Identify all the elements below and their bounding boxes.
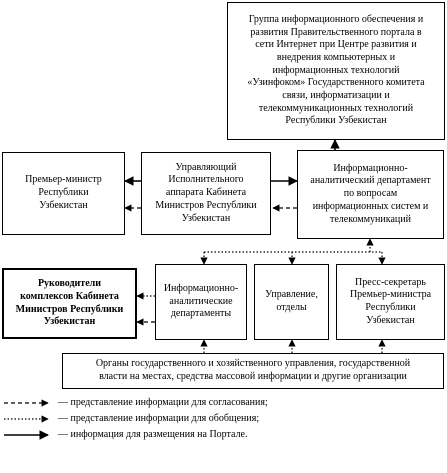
premier-box: Премьер-министр Республики Узбекистан <box>2 152 125 235</box>
leaders-box-text: Руководители комплексов Кабинета Министр… <box>15 278 124 328</box>
legend-solid-label: — информация для размещения на Портале. <box>58 429 248 440</box>
group-box: Группа информационного обеспечения и раз… <box>227 2 445 140</box>
manager-box: Управляющий Исполнительного аппарата Каб… <box>141 152 271 235</box>
administration-box: Управление, отделы <box>254 264 329 340</box>
legend-dashed-label: — представление информации для согласова… <box>58 397 268 408</box>
manager-box-text: Управляющий Исполнительного аппарата Каб… <box>155 161 257 224</box>
group-box-text: Группа информационного обеспечения и раз… <box>247 13 425 127</box>
info-dept-box: Информационно- аналитический департамент… <box>297 150 444 239</box>
organs-box: Органы государственного и хозяйственного… <box>62 353 444 389</box>
info-depts-box-text: Информационно- аналитические департамент… <box>163 282 239 320</box>
press-box: Пресс-секретарь Премьер-министра Республ… <box>336 264 445 340</box>
info-dept-box-text: Информационно- аналитический департамент… <box>310 162 431 225</box>
organs-box-text: Органы государственного и хозяйственного… <box>95 358 411 382</box>
press-box-text: Пресс-секретарь Премьер-министра Республ… <box>349 276 432 326</box>
info-depts-box: Информационно- аналитические департамент… <box>155 264 247 340</box>
premier-box-text: Премьер-министр Республики Узбекистан <box>25 174 102 211</box>
legend-dotted-label: — представление информации для обобщения… <box>58 413 260 424</box>
leaders-box: Руководители комплексов Кабинета Министр… <box>2 268 137 339</box>
administration-box-text: Управление, отделы <box>265 289 318 313</box>
